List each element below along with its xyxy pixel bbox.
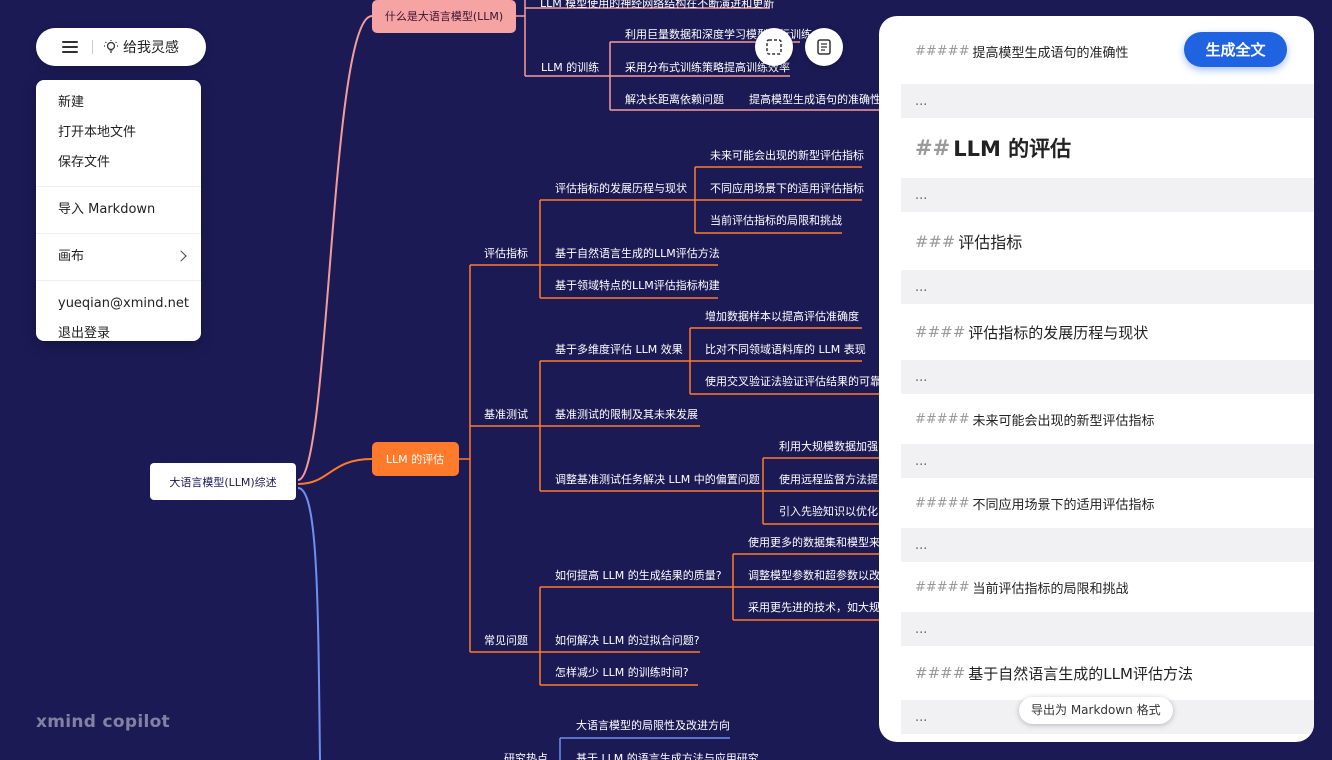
md-collapsed-content[interactable]: ... xyxy=(901,612,1314,646)
top-toolbar: 给我灵感 xyxy=(36,28,206,66)
md-heading-text: LLM 的评估 xyxy=(953,137,1072,161)
lightbulb-icon xyxy=(104,40,118,53)
hamburger-icon[interactable] xyxy=(62,41,78,53)
mm-node[interactable]: 常见问题 xyxy=(484,634,528,647)
root-topic-label: 大语言模型(LLM)综述 xyxy=(169,475,276,489)
md-heading-text: 评估指标的发展历程与现状 xyxy=(968,323,1149,342)
select-frame-button[interactable] xyxy=(755,28,793,66)
topic-what-is-llm-label: 什么是大语言模型(LLM) xyxy=(385,9,503,23)
md-heading-row[interactable]: #### 评估指标的发展历程与现状 xyxy=(879,304,1314,360)
select-frame-icon xyxy=(766,39,782,55)
mm-node[interactable]: 增加数据样本以提高评估准确度 xyxy=(705,309,859,323)
mm-node[interactable]: 基准测试的限制及其未来发展 xyxy=(555,407,698,421)
md-heading-text: 当前评估指标的局限和挑战 xyxy=(972,581,1129,597)
md-heading-text: 不同应用场景下的适用评估指标 xyxy=(972,497,1155,513)
md-hash: ## xyxy=(915,136,951,160)
mm-node[interactable]: 怎样减少 LLM 的训练时间? xyxy=(555,665,689,679)
md-collapsed-content[interactable]: ... xyxy=(901,360,1314,394)
mm-node[interactable]: 研究热点 xyxy=(504,751,548,760)
menu-item-new[interactable]: 新建 xyxy=(58,95,85,110)
menu-item-logout[interactable]: 退出登录 xyxy=(58,326,111,341)
mm-node[interactable]: 使用交叉验证法验证评估结果的可靠性 xyxy=(705,374,892,388)
md-heading-row[interactable]: ##### 当前评估指标的局限和挑战 xyxy=(879,562,1314,612)
md-heading-row[interactable]: ## LLM 的评估 xyxy=(879,118,1314,178)
md-heading-text: 基于自然语言生成的LLM评估方法 xyxy=(968,664,1193,683)
md-hash: #### xyxy=(915,323,966,341)
brand-logo: xmind copilot xyxy=(36,712,170,732)
menu-item-canvas[interactable]: 画布 xyxy=(36,242,201,272)
md-collapsed-content[interactable]: ... xyxy=(901,528,1314,562)
root-topic[interactable] xyxy=(150,463,296,500)
inspire-label: 给我灵感 xyxy=(123,40,179,56)
mm-node[interactable]: 评估指标 xyxy=(484,246,528,260)
mm-node[interactable]: 如何提高 LLM 的生成结果的质量? xyxy=(555,568,722,582)
mm-node[interactable]: LLM 的训练 xyxy=(541,60,599,74)
md-heading-row[interactable]: ### 评估指标 xyxy=(879,212,1314,270)
md-collapsed-content[interactable]: ... xyxy=(901,270,1314,304)
mm-node[interactable]: 比对不同领域语料库的 LLM 表现 xyxy=(705,342,866,356)
mm-node[interactable]: 基于 LLM 的语言生成方法与应用研究 xyxy=(576,751,759,760)
topic-llm-eval[interactable] xyxy=(372,442,459,476)
document-button[interactable] xyxy=(805,28,843,66)
md-hash: ##### xyxy=(915,43,970,59)
md-hash: ### xyxy=(915,231,956,251)
mm-node[interactable]: 基准测试 xyxy=(484,408,528,421)
md-heading-text: 未来可能会出现的新型评估指标 xyxy=(972,413,1155,429)
mm-node[interactable]: 大语言模型的局限性及改进方向 xyxy=(576,718,730,732)
mm-node[interactable]: 未来可能会出现的新型评估指标 xyxy=(710,148,864,162)
mm-node[interactable]: 解决长距离依赖问题 xyxy=(625,92,724,106)
inspire-button[interactable]: 给我灵感 xyxy=(103,37,179,57)
generate-full-text-button[interactable]: 生成全文 xyxy=(1184,32,1287,67)
md-heading-row[interactable]: #### 基于自然语言生成的LLM评估方法 xyxy=(879,646,1314,700)
mm-node[interactable]: 采用更先进的技术，如大规模 xyxy=(748,600,891,614)
mm-node[interactable]: 提高模型生成语句的准确性 xyxy=(749,92,881,106)
mm-node[interactable]: 采用分布式训练策略提高训练效率 xyxy=(625,60,790,74)
mm-node[interactable]: 调整基准测试任务解决 LLM 中的偏置问题 xyxy=(555,472,760,486)
md-hash: #### xyxy=(915,664,966,682)
mm-node[interactable]: 评估指标的发展历程与现状 xyxy=(555,181,687,195)
document-icon xyxy=(817,39,831,55)
menu-item-import-markdown[interactable]: 导入 Markdown xyxy=(58,202,156,217)
mm-node[interactable]: 调整模型参数和超参数以改善 xyxy=(748,568,891,582)
md-hash: ##### xyxy=(915,579,970,595)
md-hash: ##### xyxy=(915,411,970,427)
mm-node[interactable]: 当前评估指标的局限和挑战 xyxy=(710,213,842,227)
markdown-panel: ##### 提高模型生成语句的准确性 ... ## LLM 的评估 ... ##… xyxy=(879,16,1314,742)
topic-what-is-llm[interactable] xyxy=(372,0,516,33)
topic-llm-eval-label: LLM 的评估 xyxy=(386,452,444,466)
mm-node[interactable]: 使用更多的数据集和模型来训练 xyxy=(748,535,902,549)
mm-node[interactable]: 利用大规模数据加强LLM xyxy=(779,439,900,453)
mm-node[interactable]: 基于自然语言生成的LLM评估方法 xyxy=(555,246,720,260)
mm-node[interactable]: 基于多维度评估 LLM 效果 xyxy=(555,342,683,356)
mm-node[interactable]: 引入先验知识以优化 xyxy=(779,504,878,518)
md-collapsed-content[interactable]: ... xyxy=(901,178,1314,212)
menu-item-save[interactable]: 保存文件 xyxy=(58,155,111,170)
mm-node[interactable]: 使用远程监督方法提高 xyxy=(779,472,889,486)
mm-node[interactable]: LLM 模型使用的神经网络结构在不断演进和更新 xyxy=(540,0,774,10)
md-heading-row[interactable]: ##### 提高模型生成语句的准确性 xyxy=(879,16,1314,84)
md-heading-row[interactable]: ##### 不同应用场景下的适用评估指标 xyxy=(879,478,1314,528)
menu-item-account[interactable]: yueqian@xmind.net xyxy=(58,296,189,311)
chevron-right-icon xyxy=(175,250,187,262)
mm-node[interactable]: 基于领域特点的LLM评估指标构建 xyxy=(555,278,720,292)
md-heading-row[interactable]: ##### 未来可能会出现的新型评估指标 xyxy=(879,394,1314,444)
mm-node[interactable]: 不同应用场景下的适用评估指标 xyxy=(710,181,864,195)
md-collapsed-content[interactable]: ... xyxy=(901,84,1314,118)
menu-item-canvas-label: 画布 xyxy=(58,249,85,264)
md-collapsed-content[interactable]: ... xyxy=(901,444,1314,478)
menu-item-open-local[interactable]: 打开本地文件 xyxy=(58,125,137,140)
md-heading-text: 提高模型生成语句的准确性 xyxy=(972,45,1129,61)
md-heading-text: 评估指标 xyxy=(958,233,1023,252)
main-menu: 新建 打开本地文件 保存文件 导入 Markdown 画布 yueqian@xm… xyxy=(36,80,201,341)
mm-node[interactable]: 如何解决 LLM 的过拟合问题? xyxy=(555,633,700,647)
markdown-rows: ##### 提高模型生成语句的准确性 ... ## LLM 的评估 ... ##… xyxy=(879,16,1314,734)
toolbar-divider xyxy=(92,40,93,54)
md-hash: ##### xyxy=(915,495,970,511)
export-markdown-button[interactable]: 导出为 Markdown 格式 xyxy=(1019,697,1173,724)
